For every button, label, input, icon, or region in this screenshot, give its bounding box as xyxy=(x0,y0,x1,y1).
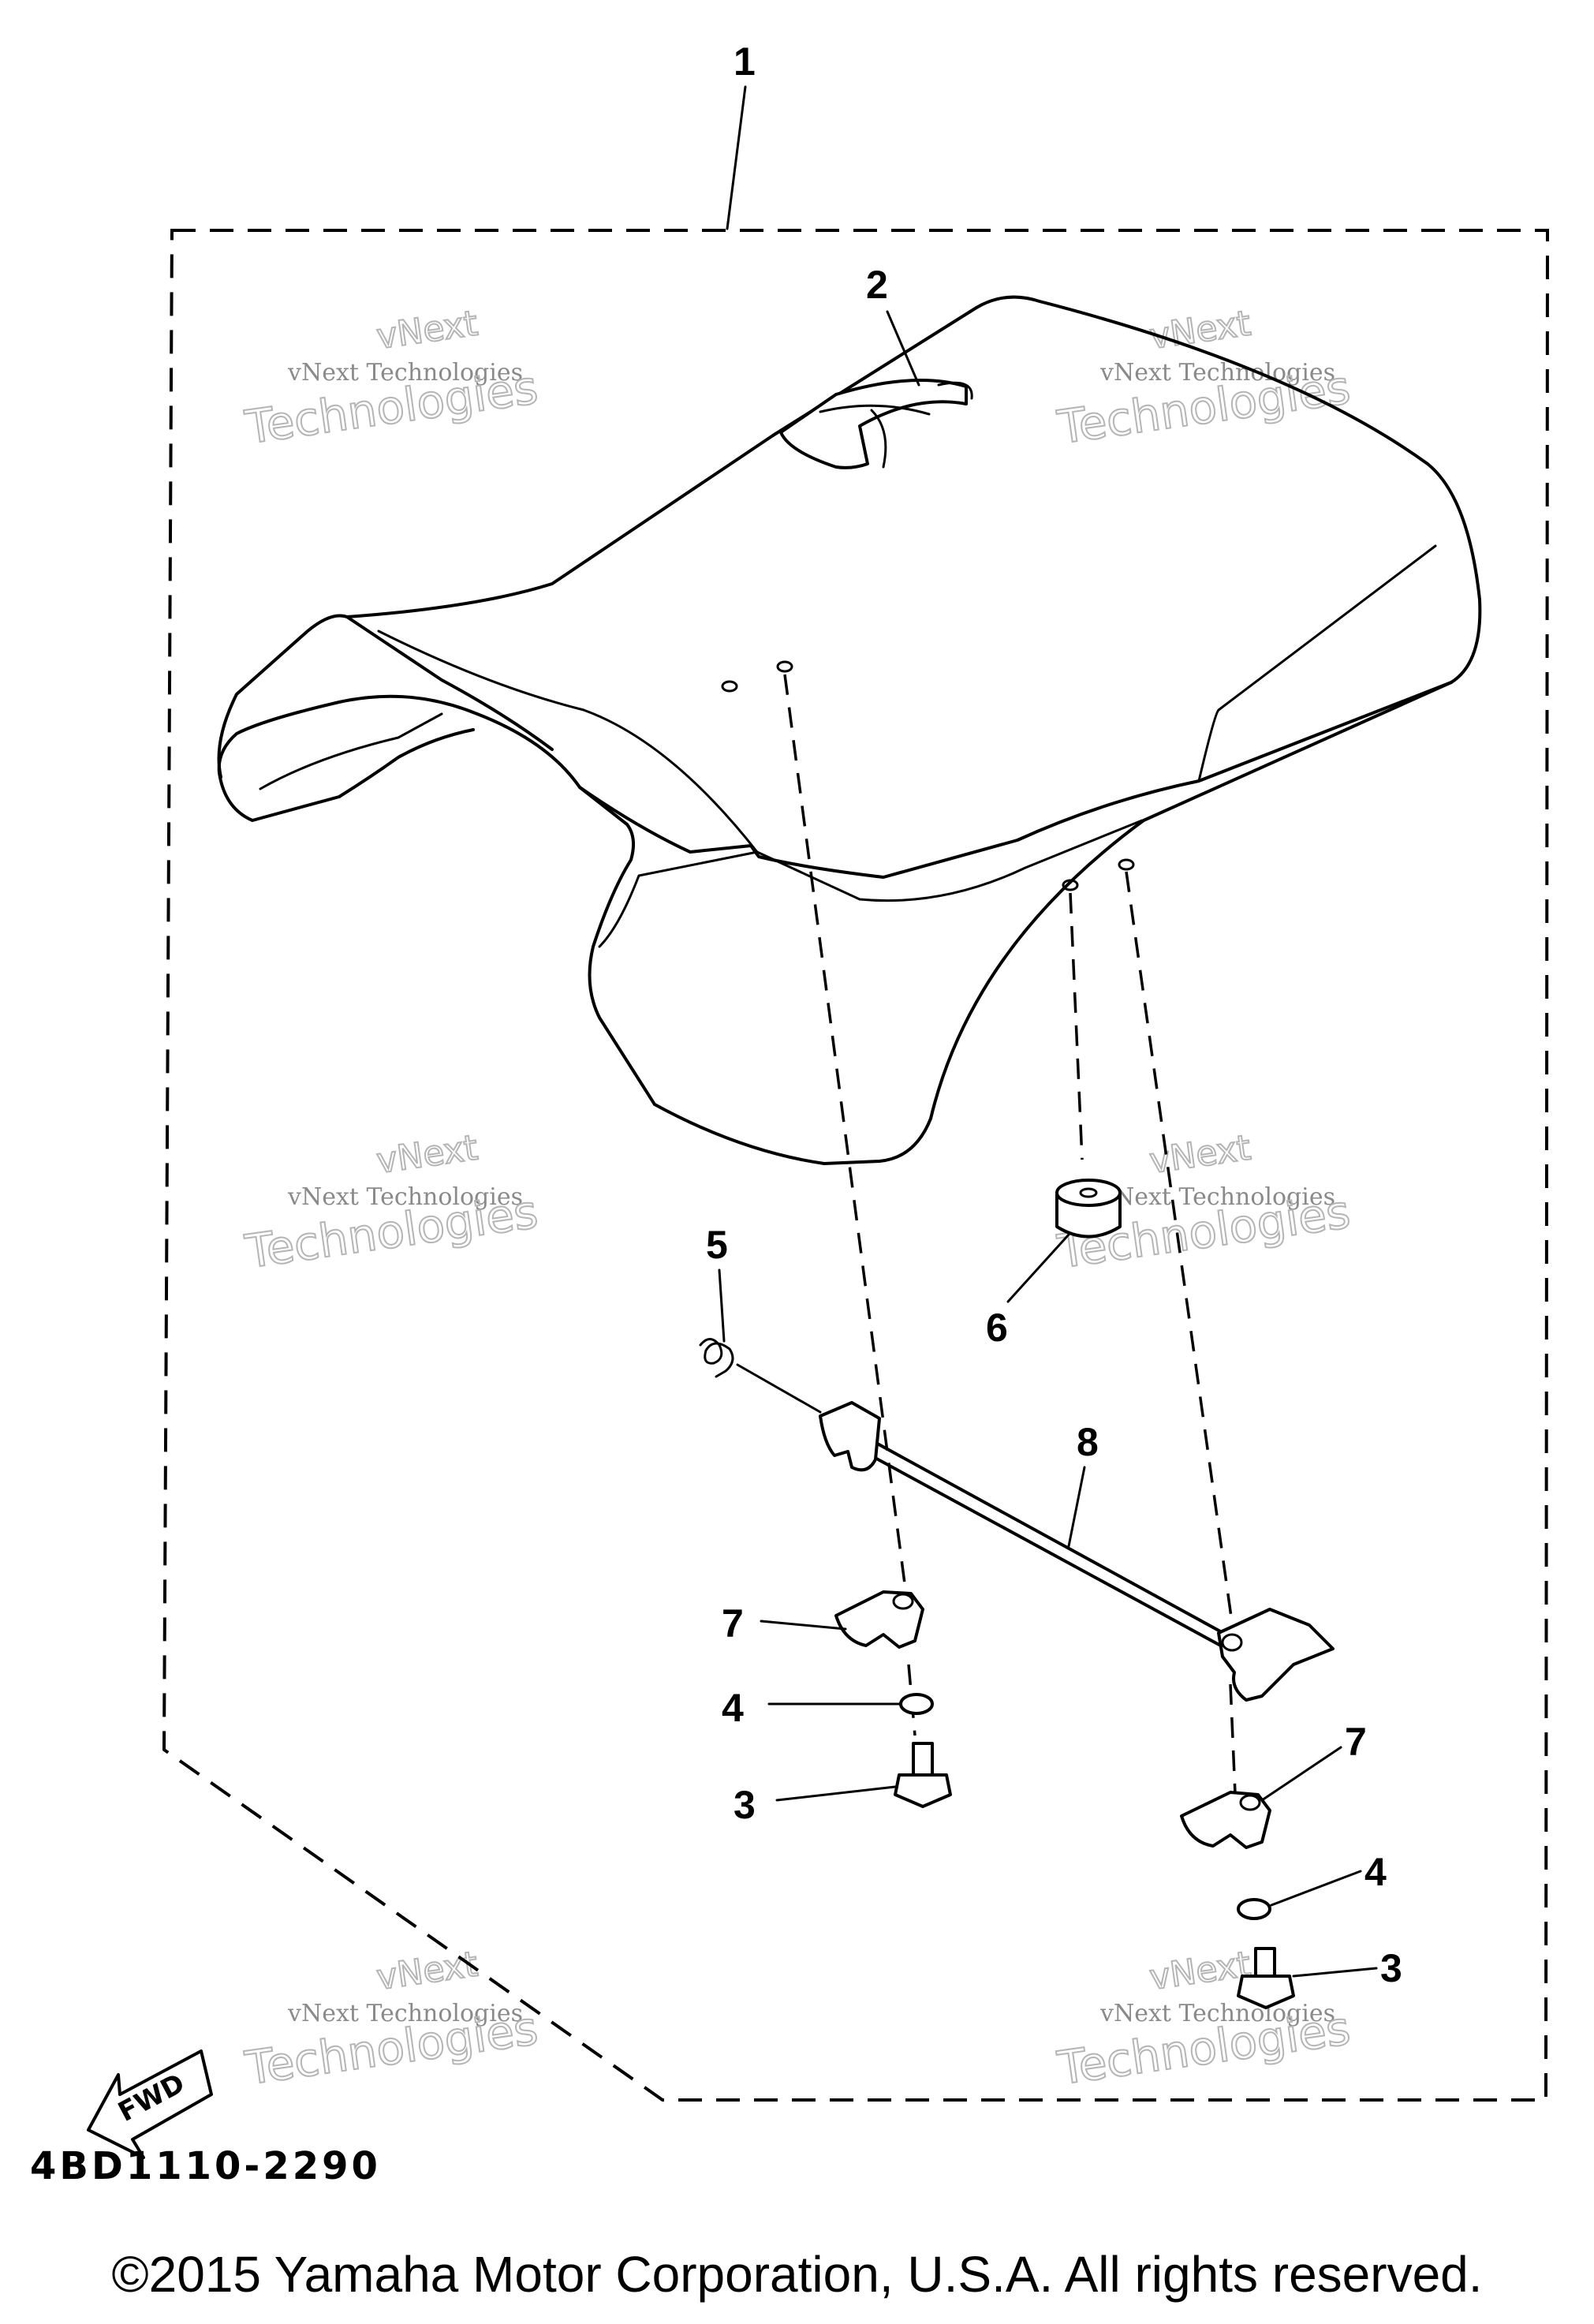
watermark-mid-left: vNext vNext Technologies Technologies xyxy=(241,1127,541,1280)
leader-4b xyxy=(1270,1870,1362,1907)
bolt-right-shank xyxy=(1254,1947,1276,1978)
callout-4-left: 4 xyxy=(722,1686,744,1730)
callout-3-right: 3 xyxy=(1380,1946,1402,1990)
leader-3a xyxy=(775,1785,897,1802)
bolt-right xyxy=(1237,1947,1295,2009)
bolt-left-head xyxy=(894,1773,952,1808)
seat-lower-edge xyxy=(217,614,554,779)
leader-3b xyxy=(1292,1967,1378,1978)
seat-side-crease xyxy=(1197,544,1437,783)
svg-text:vNext Technologies: vNext Technologies xyxy=(287,2000,523,2027)
damper-top xyxy=(1055,1179,1122,1207)
bolt-left xyxy=(894,1742,952,1808)
svg-text:vNext Technologies: vNext Technologies xyxy=(287,1183,523,1211)
rod-bracket-right xyxy=(1217,1608,1335,1702)
washer-right xyxy=(1237,1898,1271,1920)
watermark-bottom-left: vNext vNext Technologies Technologies xyxy=(241,1943,541,2096)
watermark-bottom-right: vNext vNext Technologies Technologies xyxy=(1053,1943,1353,2096)
assembly-boundary xyxy=(162,229,1550,2102)
seat-front-lip xyxy=(598,819,1144,948)
fwd-arrow-icon xyxy=(87,2049,213,2159)
seat-cushion-edge xyxy=(578,681,1453,879)
leader-2 xyxy=(886,310,920,387)
callout-4-right: 4 xyxy=(1364,1850,1387,1894)
leader-6 xyxy=(1006,1233,1070,1303)
spring xyxy=(699,1338,822,1414)
seat-inner-line xyxy=(259,712,443,790)
lock-rod-edge xyxy=(850,1444,1228,1650)
guide-line-left xyxy=(783,674,909,1602)
seat-mount-hole-4 xyxy=(1118,858,1135,871)
washer-left xyxy=(899,1693,934,1715)
bracket-right xyxy=(1180,1791,1271,1849)
svg-text:vNext Technologies: vNext Technologies xyxy=(1099,1183,1335,1211)
callout-7-right: 7 xyxy=(1345,1720,1367,1764)
bracket-left-hole xyxy=(892,1593,914,1610)
spring-leg xyxy=(736,1363,822,1414)
callout-6: 6 xyxy=(986,1306,1008,1350)
callout-8: 8 xyxy=(1077,1420,1099,1464)
leader-7a xyxy=(760,1620,847,1631)
fwd-arrow: FWD xyxy=(87,2049,213,2159)
drawing-code: 4BD1110-2290 xyxy=(30,2144,381,2188)
watermark-top-left: vNext vNext Technologies Technologies xyxy=(241,302,541,455)
svg-text:vNext Technologies: vNext Technologies xyxy=(1099,359,1335,387)
guide-line-right xyxy=(1125,871,1236,1640)
callout-3-left: 3 xyxy=(734,1783,756,1827)
callout-2: 2 xyxy=(866,263,888,307)
watermark-top-right: vNext vNext Technologies Technologies xyxy=(1053,302,1353,455)
svg-text:vNext: vNext xyxy=(374,1127,480,1181)
svg-text:vNext Technologies: vNext Technologies xyxy=(287,359,523,387)
seat-front-crease xyxy=(377,630,759,854)
bolt-right-head xyxy=(1237,1975,1295,2009)
leader-5 xyxy=(718,1268,726,1343)
seat xyxy=(217,295,1482,1165)
copyright-notice: ©2015 Yamaha Motor Corporation, U.S.A. A… xyxy=(111,2246,1483,2303)
callout-5: 5 xyxy=(706,1223,728,1267)
callout-1: 1 xyxy=(734,39,756,84)
seat-mount-hole-3 xyxy=(1062,879,1079,891)
svg-text:vNext: vNext xyxy=(374,303,480,357)
seat-mount-hole-2 xyxy=(776,660,793,673)
rod-bracket-left xyxy=(819,1401,881,1472)
damper xyxy=(1055,1179,1122,1239)
guide-line-damper xyxy=(1069,892,1084,1160)
svg-text:vNext Technologies: vNext Technologies xyxy=(1099,2000,1335,2027)
rod-bracket-right-hole xyxy=(1221,1633,1243,1652)
seat-strap xyxy=(779,379,968,469)
bracket-right-hole xyxy=(1239,1794,1261,1811)
seat-strap-edge xyxy=(819,381,973,469)
leader-1 xyxy=(726,85,747,230)
spring-coil xyxy=(699,1338,734,1378)
bolt-left-shank xyxy=(912,1742,934,1777)
damper-hole xyxy=(1079,1187,1098,1198)
leader-7b xyxy=(1260,1746,1342,1802)
svg-text:vNext: vNext xyxy=(374,1944,480,1997)
seat-outline xyxy=(217,295,1482,1165)
bracket-left xyxy=(834,1590,924,1649)
seat-mount-hole-1 xyxy=(721,680,738,693)
leader-lines xyxy=(718,85,1378,1978)
lock-rod xyxy=(854,1430,1232,1638)
guide-line-lower-right xyxy=(1229,1683,1238,1831)
svg-text:vNext: vNext xyxy=(1147,1944,1252,1997)
callouts: 1 2 5 6 8 7 4 3 7 4 3 xyxy=(706,39,1402,1990)
leader-8 xyxy=(1067,1466,1086,1548)
callout-7-left: 7 xyxy=(722,1601,744,1646)
damper-body xyxy=(1055,1194,1122,1239)
seat-top-ridge xyxy=(345,434,775,618)
